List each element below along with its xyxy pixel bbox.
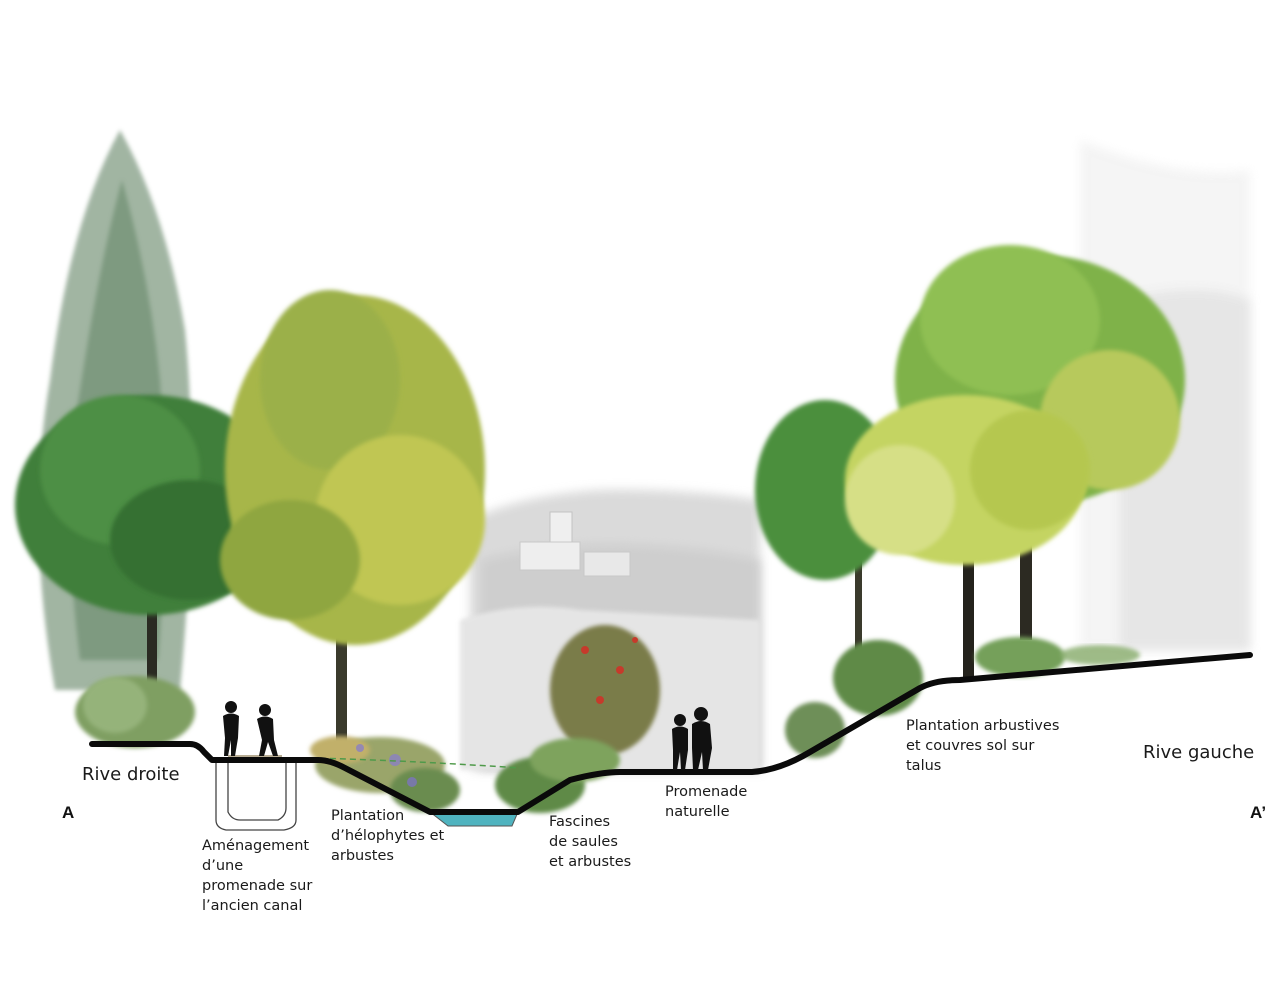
annotation-canal-line: promenade sur [202,878,313,894]
background-landscape [460,140,1250,770]
water-level-line [309,757,521,769]
annotation-canal-line: l’ancien canal [202,898,303,914]
annotation-promenade-line: naturelle [665,804,730,820]
annotation-talus-line: talus [906,758,942,774]
annotation-helophytes-line: arbustes [331,848,394,864]
annotation-fascines-line: de saules [549,834,618,850]
shrub-left [75,676,195,748]
annotation-helophytes-line: d’hélophytes et [331,828,445,844]
annotation-talus: Plantation arbustives et couvres sol sur… [906,716,1059,776]
annotation-promenade: Promenade naturelle [665,782,747,822]
annotation-canal-line: Aménagement [202,838,310,854]
old-canal-structure [215,758,297,831]
section-marker-start: A [62,803,75,822]
tree-right-yellow [845,395,1090,680]
annotation-fascines: Fascines de saules et arbustes [549,812,631,872]
tree-yellow-green [220,290,485,745]
tree-dark-green [15,395,285,695]
ground-profile [89,652,1253,815]
annotation-talus-line: et couvres sol sur [906,738,1035,754]
label-rive-gauche: Rive gauche [1143,742,1255,763]
helophyte-plants [310,736,460,812]
people-silhouettes-canal [223,701,278,756]
people-silhouettes-promenade [672,707,712,770]
section-marker-end: A’ [1250,803,1267,822]
annotation-helophytes: Plantation d’hélophytes et arbustes [331,806,444,866]
annotation-promenade-line: Promenade [665,784,748,800]
annotation-talus-line: Plantation arbustives [906,718,1060,734]
annotation-canal: Aménagement d’une promenade sur l’ancien… [202,836,312,916]
label-rive-droite: Rive droite [82,764,180,785]
annotation-fascines-line: Fascines [549,814,611,830]
annotation-fascines-line: et arbustes [549,854,632,870]
annotation-canal-line: d’une [202,858,244,874]
village-house [519,541,581,571]
shrub-right [785,637,1140,758]
annotation-helophytes-line: Plantation [331,808,405,824]
